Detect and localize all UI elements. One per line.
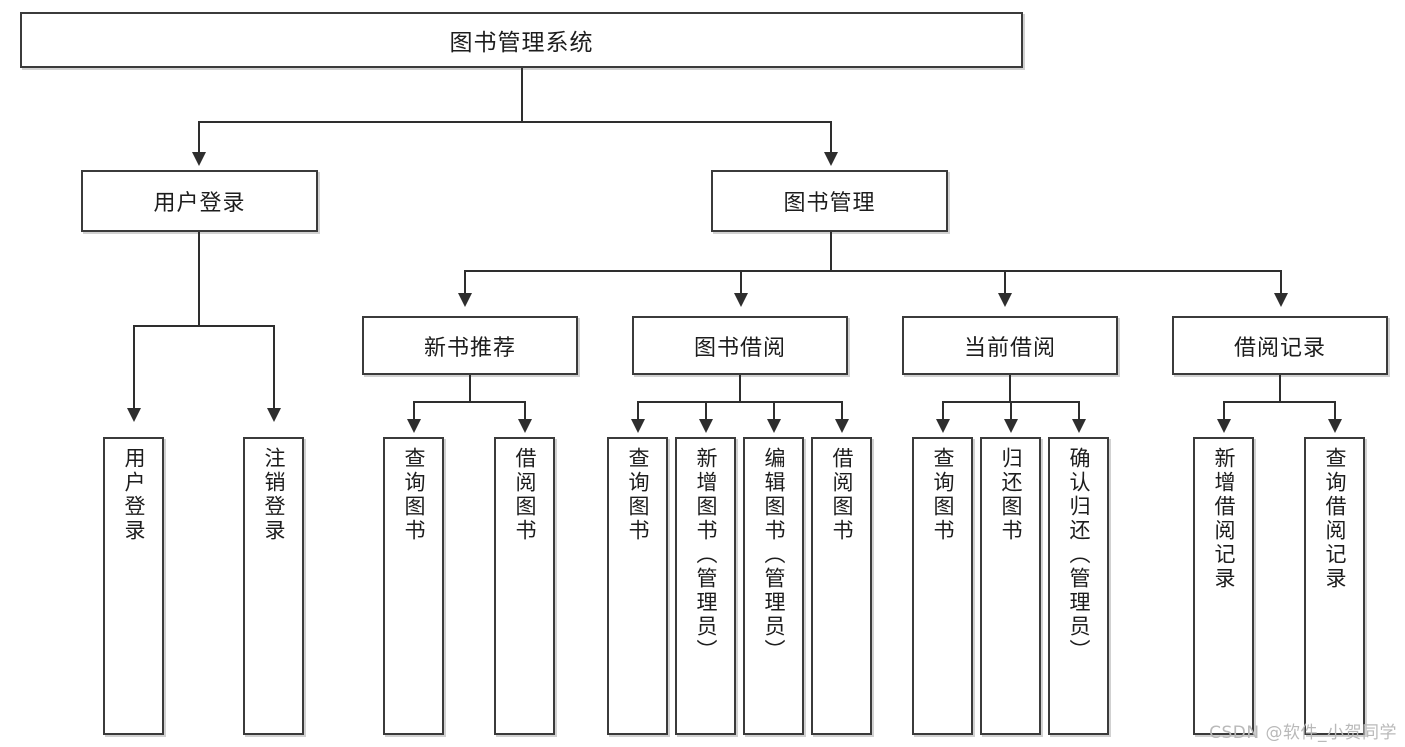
leaf-user-login-login[interactable]: 用户登录 bbox=[103, 437, 164, 735]
connector-new-book-recommend-stem bbox=[469, 375, 471, 403]
node-label: 确认归还（管理员） bbox=[1066, 447, 1091, 663]
node-label: 查询借阅记录 bbox=[1322, 447, 1347, 591]
node-label: 借阅记录 bbox=[1233, 335, 1326, 361]
connector-to-new-book-recommend bbox=[464, 270, 466, 295]
arrow-down-icon bbox=[407, 419, 421, 433]
arrow-down-icon bbox=[1274, 293, 1288, 307]
connector-book-management-stem bbox=[830, 232, 832, 272]
node-current-borrow[interactable]: 当前借阅 bbox=[902, 316, 1118, 375]
arrow-down-icon bbox=[1217, 419, 1231, 433]
connector-cb-to-leaf-3 bbox=[1078, 401, 1080, 421]
connector-br-to-leaf-2 bbox=[1334, 401, 1336, 421]
node-label: 新书推荐 bbox=[423, 335, 516, 361]
connector-nbr-to-leaf-2 bbox=[524, 401, 526, 421]
leaf-book-borrow-edit-book-admin[interactable]: 编辑图书（管理员） bbox=[743, 437, 804, 735]
connector-root-to-book-management bbox=[830, 121, 832, 154]
arrow-down-icon bbox=[835, 419, 849, 433]
leaf-book-borrow-add-book-admin[interactable]: 新增图书（管理员） bbox=[675, 437, 736, 735]
connector-borrow-record-bus bbox=[1223, 401, 1336, 403]
connector-book-borrow-bus bbox=[637, 401, 842, 403]
connector-user-login-to-leaf-2 bbox=[273, 325, 275, 410]
connector-cb-to-leaf-1 bbox=[942, 401, 944, 421]
connector-current-borrow-stem bbox=[1009, 375, 1011, 403]
node-book-borrow[interactable]: 图书借阅 bbox=[632, 316, 848, 375]
connector-bb-to-leaf-1 bbox=[637, 401, 639, 421]
node-label: 归还图书 bbox=[998, 447, 1023, 543]
arrow-down-icon bbox=[458, 293, 472, 307]
arrow-down-icon bbox=[998, 293, 1012, 307]
node-label: 当前借阅 bbox=[963, 335, 1056, 361]
arrow-down-icon bbox=[699, 419, 713, 433]
node-new-book-recommend[interactable]: 新书推荐 bbox=[362, 316, 578, 375]
arrow-down-icon bbox=[1072, 419, 1086, 433]
arrow-down-icon bbox=[824, 152, 838, 166]
connector-br-to-leaf-1 bbox=[1223, 401, 1225, 421]
connector-user-login-to-leaf-1 bbox=[133, 325, 135, 410]
arrow-down-icon bbox=[1328, 419, 1342, 433]
connector-to-book-borrow bbox=[740, 270, 742, 295]
connector-book-borrow-stem bbox=[739, 375, 741, 403]
connector-bb-to-leaf-2 bbox=[705, 401, 707, 421]
connector-nbr-to-leaf-1 bbox=[413, 401, 415, 421]
connector-borrow-record-stem bbox=[1279, 375, 1281, 403]
node-label: 查询图书 bbox=[625, 447, 650, 543]
node-book-management[interactable]: 图书管理 bbox=[711, 170, 948, 232]
node-label: 新增借阅记录 bbox=[1211, 447, 1236, 591]
leaf-new-book-borrow-book[interactable]: 借阅图书 bbox=[494, 437, 555, 735]
node-label: 编辑图书（管理员） bbox=[761, 447, 786, 663]
node-label: 查询图书 bbox=[930, 447, 955, 543]
connector-root-to-user-login bbox=[198, 121, 200, 154]
connector-user-login-bus bbox=[133, 325, 275, 327]
leaf-new-book-query-book[interactable]: 查询图书 bbox=[383, 437, 444, 735]
connector-bb-to-leaf-4 bbox=[841, 401, 843, 421]
leaf-book-borrow-query-book[interactable]: 查询图书 bbox=[607, 437, 668, 735]
node-label: 借阅图书 bbox=[512, 447, 537, 543]
arrow-down-icon bbox=[1004, 419, 1018, 433]
leaf-user-login-logout[interactable]: 注销登录 bbox=[243, 437, 304, 735]
node-label: 用户登录 bbox=[121, 447, 146, 543]
node-root-book-management-system[interactable]: 图书管理系统 bbox=[20, 12, 1023, 68]
connector-user-login-stem bbox=[198, 232, 200, 327]
leaf-current-borrow-return-book[interactable]: 归还图书 bbox=[980, 437, 1041, 735]
arrow-down-icon bbox=[267, 408, 281, 422]
leaf-current-borrow-confirm-return-admin[interactable]: 确认归还（管理员） bbox=[1048, 437, 1109, 735]
node-label: 用户登录 bbox=[153, 191, 246, 216]
node-label: 图书借阅 bbox=[693, 335, 786, 361]
leaf-current-borrow-query-book[interactable]: 查询图书 bbox=[912, 437, 973, 735]
connector-root-stem bbox=[521, 68, 523, 121]
node-label: 注销登录 bbox=[261, 447, 286, 543]
connector-root-bus bbox=[198, 121, 832, 123]
leaf-borrow-record-add-record[interactable]: 新增借阅记录 bbox=[1193, 437, 1254, 735]
connector-bb-to-leaf-3 bbox=[773, 401, 775, 421]
csdn-watermark: CSDN @软件_小贺同学 bbox=[1209, 723, 1397, 743]
arrow-down-icon bbox=[192, 152, 206, 166]
arrow-down-icon bbox=[936, 419, 950, 433]
node-label: 图书管理系统 bbox=[449, 30, 594, 56]
arrow-down-icon bbox=[127, 408, 141, 422]
connector-new-book-recommend-bus bbox=[413, 401, 526, 403]
arrow-down-icon bbox=[767, 419, 781, 433]
leaf-book-borrow-borrow-book[interactable]: 借阅图书 bbox=[811, 437, 872, 735]
node-borrow-record[interactable]: 借阅记录 bbox=[1172, 316, 1388, 375]
connector-cb-to-leaf-2 bbox=[1010, 401, 1012, 421]
node-user-login[interactable]: 用户登录 bbox=[81, 170, 318, 232]
node-label: 借阅图书 bbox=[829, 447, 854, 543]
node-label: 图书管理 bbox=[783, 191, 876, 216]
node-label: 新增图书（管理员） bbox=[693, 447, 718, 663]
leaf-borrow-record-query-record[interactable]: 查询借阅记录 bbox=[1304, 437, 1365, 735]
connector-to-current-borrow bbox=[1004, 270, 1006, 295]
node-label: 查询图书 bbox=[401, 447, 426, 543]
arrow-down-icon bbox=[631, 419, 645, 433]
connector-book-management-bus bbox=[464, 270, 1280, 272]
arrow-down-icon bbox=[518, 419, 532, 433]
arrow-down-icon bbox=[734, 293, 748, 307]
connector-to-borrow-record bbox=[1280, 270, 1282, 295]
